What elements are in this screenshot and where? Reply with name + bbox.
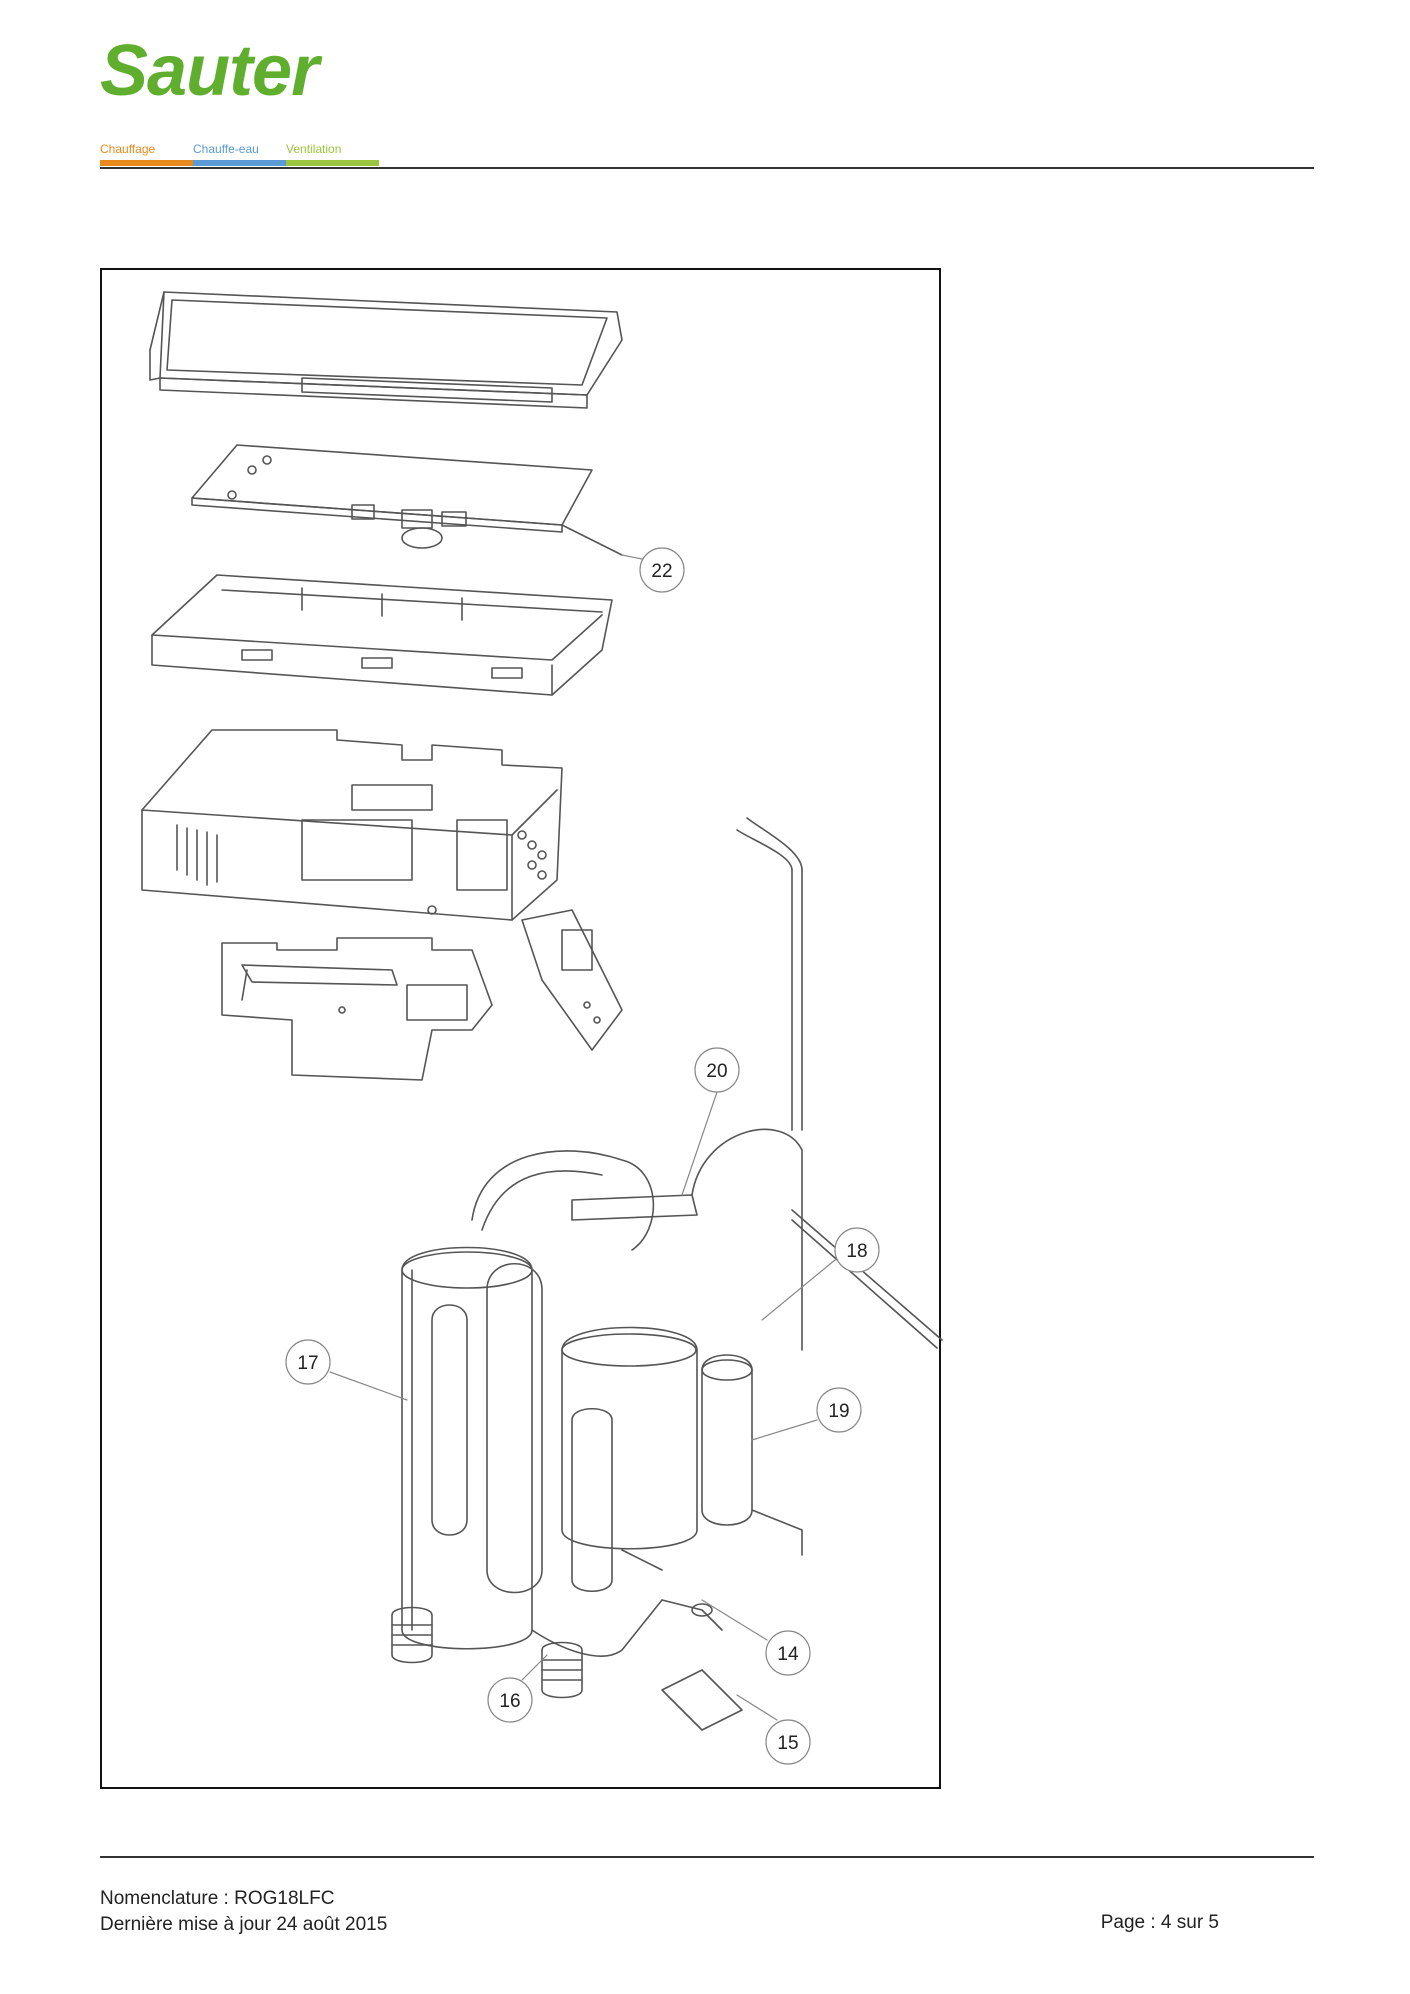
- bracket-plate-part: [221, 937, 493, 1081]
- tab-chauffage-label: Chauffage: [100, 142, 156, 156]
- compressor-assembly-part: [391, 817, 943, 1731]
- tab-chauffage-bar: [100, 160, 193, 166]
- tab-chauffe-eau-bar: [193, 160, 286, 166]
- tab-ventilation-label: Ventilation: [286, 142, 342, 156]
- tab-chauffage: Chauffage: [100, 142, 193, 166]
- callout-14-label: 14: [777, 1644, 799, 1665]
- callout-19-label: 19: [828, 1401, 849, 1422]
- footer-divider: [100, 1856, 1314, 1858]
- footer-nomenclature: Nomenclature : ROG18LFC: [100, 1888, 335, 1909]
- header-divider: [100, 167, 1314, 169]
- callout-16-label: 16: [499, 1691, 520, 1712]
- callout-18-label: 18: [846, 1241, 867, 1262]
- category-tabs: Chauffage Chauffe-eau Ventilation: [100, 142, 379, 166]
- footer-last-updated: Dernière mise à jour 24 août 2015: [100, 1914, 388, 1935]
- footer-info: Nomenclature : ROG18LFC Dernière mise à …: [100, 1886, 387, 1938]
- callout-22: 22: [621, 547, 685, 593]
- tab-ventilation-bar: [286, 160, 379, 166]
- tab-chauffe-eau: Chauffe-eau: [193, 142, 286, 166]
- callout-20: 20: [681, 1047, 740, 1196]
- callout-15-label: 15: [777, 1733, 798, 1754]
- callout-17: 17: [285, 1339, 408, 1401]
- electrical-box-part: [141, 729, 623, 1051]
- exploded-parts-drawing: 22 20 18 17 19: [100, 268, 943, 1789]
- callout-18: 18: [761, 1227, 880, 1321]
- callout-19: 19: [751, 1387, 862, 1441]
- brand-logo: Sauter: [100, 31, 319, 111]
- tab-chauffe-eau-label: Chauffe-eau: [193, 142, 259, 156]
- drawing-svg: 22 20 18 17 19: [141, 291, 943, 1765]
- callout-17-label: 17: [297, 1353, 318, 1374]
- callout-16: 16: [487, 1654, 548, 1723]
- top-cover-part: [149, 291, 623, 409]
- callout-15: 15: [736, 1694, 811, 1765]
- frame-tray-part: [151, 574, 613, 696]
- footer-page-number: Page : 4 sur 5: [1100, 1912, 1219, 1933]
- pcb-board-part: [191, 444, 623, 556]
- tab-ventilation: Ventilation: [286, 142, 379, 166]
- callout-14: 14: [701, 1599, 811, 1676]
- callout-22-label: 22: [651, 561, 672, 582]
- callout-20-label: 20: [706, 1061, 727, 1082]
